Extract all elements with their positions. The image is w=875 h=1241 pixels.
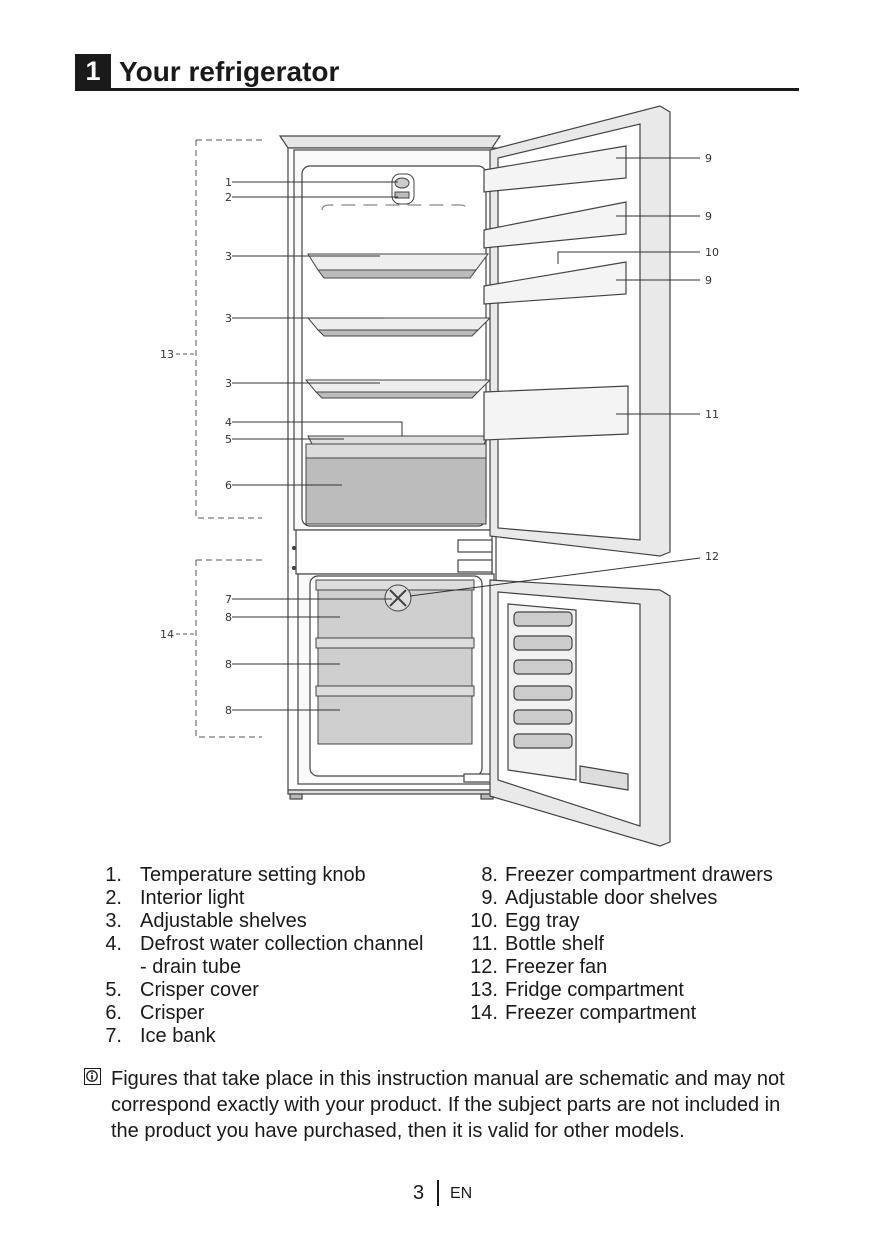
callout-8c: 8 bbox=[225, 704, 232, 717]
legend-item: 10.Egg tray bbox=[470, 910, 580, 932]
section-number: 1 bbox=[75, 54, 111, 88]
freezer-bracket bbox=[195, 559, 262, 738]
callout-12: 12 bbox=[705, 550, 719, 563]
callout-3a: 3 bbox=[225, 250, 232, 263]
fridge-bracket bbox=[195, 139, 262, 519]
callout-9c: 9 bbox=[705, 274, 712, 287]
leader-lines bbox=[232, 157, 701, 711]
callout-8a: 8 bbox=[225, 611, 232, 624]
temperature-knob bbox=[391, 173, 415, 205]
section-title: Your refrigerator bbox=[119, 56, 340, 87]
legend-item: 9.Adjustable door shelves bbox=[481, 887, 718, 909]
legend-item: 2.Interior light bbox=[105, 887, 245, 909]
callout-6: 6 bbox=[225, 479, 232, 492]
info-note: Figures that take place in this instruct… bbox=[84, 1066, 804, 1144]
legend-item: 7.Ice bank bbox=[105, 1025, 216, 1047]
legend-item: 1.Temperature setting knob bbox=[105, 864, 366, 886]
callout-8b: 8 bbox=[225, 658, 232, 671]
legend-item: 14.Freezer compartment bbox=[470, 1002, 697, 1024]
fridge-door bbox=[483, 105, 671, 557]
info-icon bbox=[84, 1068, 101, 1085]
callout-10: 10 bbox=[705, 246, 719, 259]
callout-3c: 3 bbox=[225, 377, 232, 390]
legend-item: 4.Defrost water collection channel bbox=[105, 933, 424, 955]
callout-7: 7 bbox=[225, 593, 232, 606]
freezer-door bbox=[489, 579, 671, 847]
page-footer: 3 EN bbox=[0, 1180, 875, 1208]
callout-1: 1 bbox=[225, 176, 232, 189]
legend-right: 8.Freezer compartment drawers 9.Adjustab… bbox=[470, 864, 773, 1025]
language-code: EN bbox=[450, 1185, 473, 1202]
page-number: 3 bbox=[413, 1182, 425, 1204]
freezer-drawers bbox=[315, 579, 475, 745]
legend-left: 1.Temperature setting knob 2.Interior li… bbox=[100, 864, 423, 1048]
legend-item: 11.Bottle shelf bbox=[471, 933, 604, 955]
callout-9b: 9 bbox=[705, 210, 712, 223]
callout-5: 5 bbox=[225, 433, 232, 446]
note-text: Figures that take place in this instruct… bbox=[111, 1068, 785, 1142]
callout-4: 4 bbox=[225, 416, 232, 429]
callout-11: 11 bbox=[705, 408, 719, 421]
legend-item: 8.Freezer compartment drawers bbox=[481, 864, 773, 886]
legend-item: 6.Crisper bbox=[105, 1002, 205, 1024]
callout-9a: 9 bbox=[705, 152, 712, 165]
refrigerator-diagram: 1 2 3 3 13 3 4 5 6 7 8 14 8 8 9 9 10 9 1… bbox=[160, 105, 719, 847]
legend-item: 12.Freezer fan bbox=[470, 956, 608, 978]
callout-3b: 3 bbox=[225, 312, 232, 325]
section-header: 1 Your refrigerator bbox=[75, 52, 799, 91]
footer-divider bbox=[437, 1180, 439, 1206]
legend-item-continuation: - drain tube bbox=[140, 956, 242, 978]
legend-item: 13.Fridge compartment bbox=[470, 979, 684, 1001]
callout-14: 14 bbox=[160, 628, 174, 641]
callout-2: 2 bbox=[225, 191, 232, 204]
legend-item: 5.Crisper cover bbox=[105, 979, 259, 1001]
legend-item: 3.Adjustable shelves bbox=[105, 910, 307, 932]
callout-13: 13 bbox=[160, 348, 174, 361]
